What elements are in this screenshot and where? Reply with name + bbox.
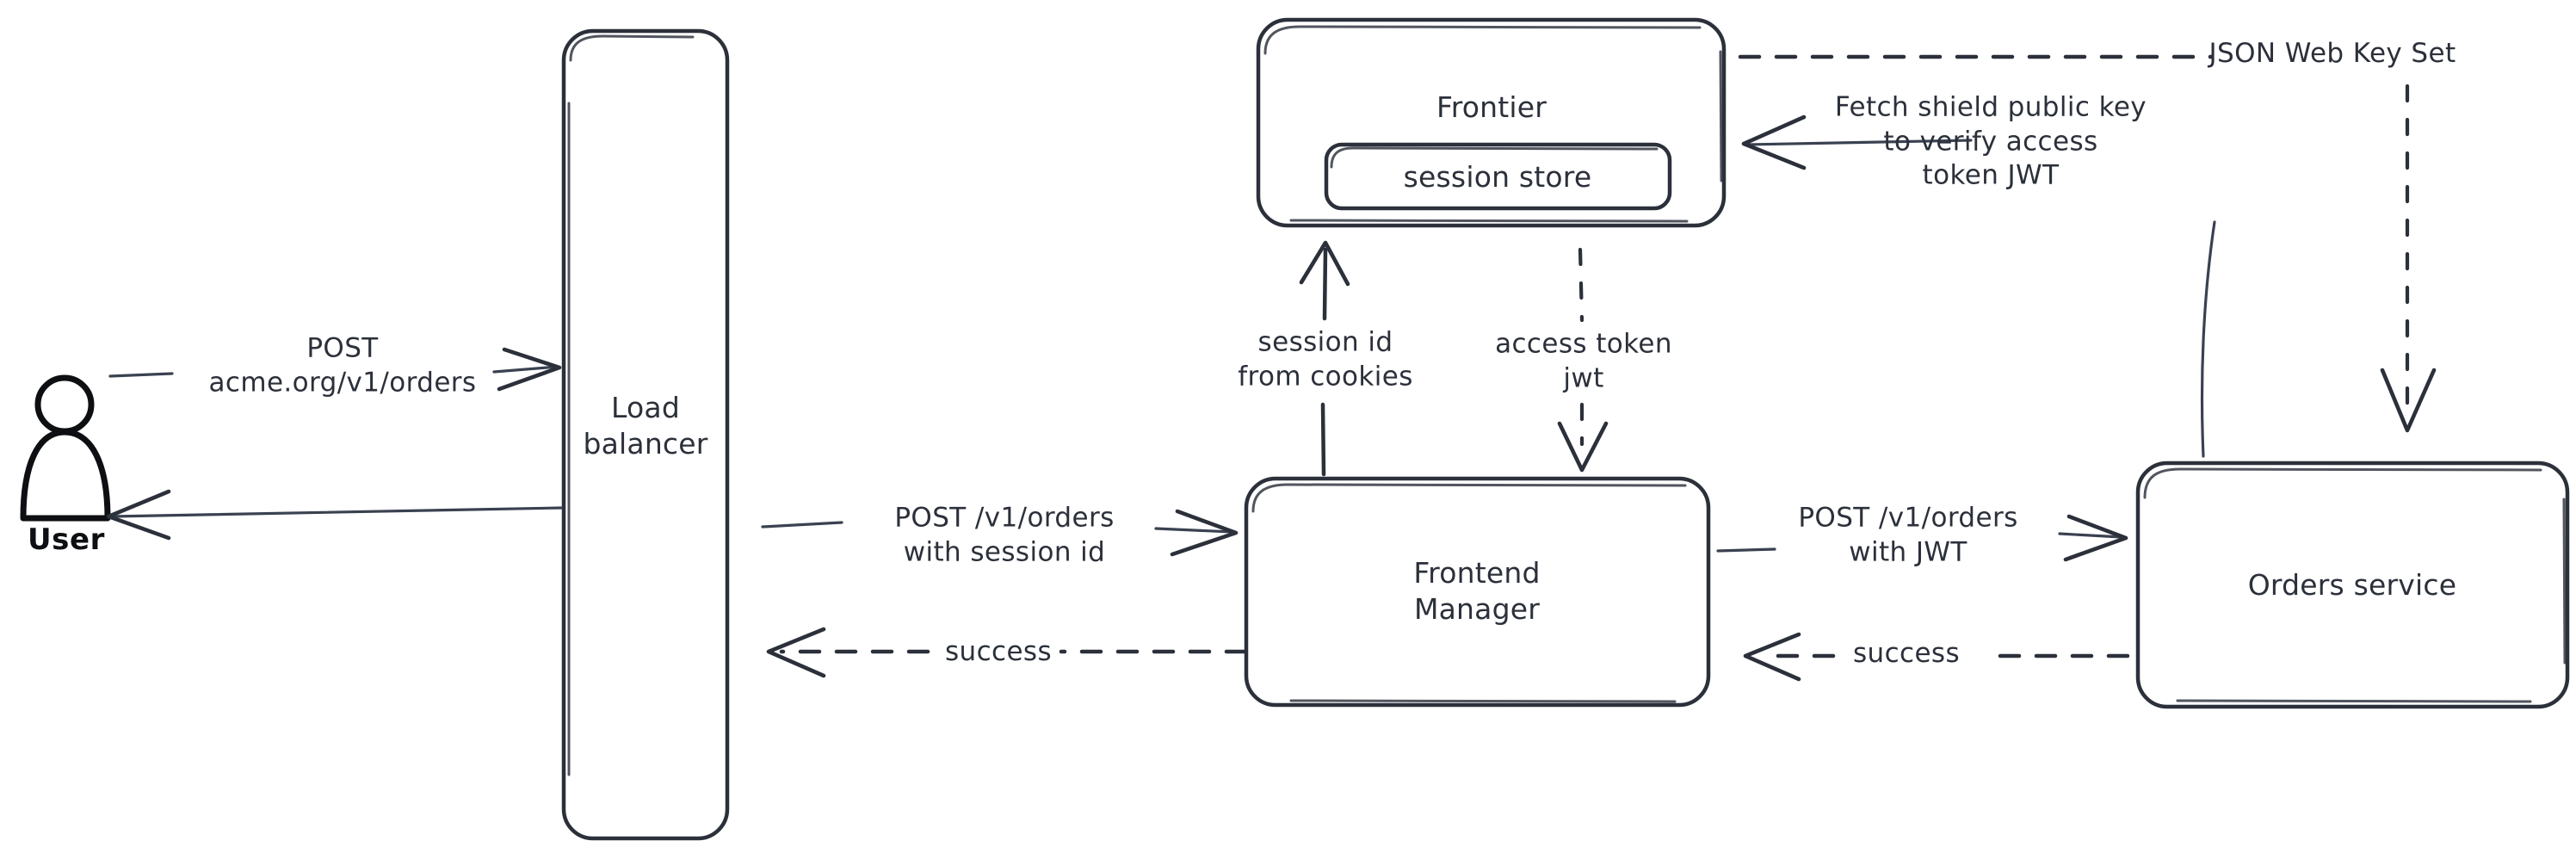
edge-fm-to-orders [1716, 514, 2128, 562]
edge-lb-to-user [106, 489, 563, 541]
edge-frontier-to-fm [1557, 247, 1609, 473]
edge-fm-to-lb [766, 627, 1248, 678]
node-frontier[interactable] [1256, 17, 1727, 228]
edge-jwks [1738, 54, 2437, 433]
edge-fm-to-frontier [1299, 240, 1350, 477]
node-orders-service[interactable] [2135, 461, 2570, 709]
node-load-balancer[interactable] [561, 28, 730, 841]
node-user[interactable] [9, 362, 138, 551]
edge-user-to-lb [108, 347, 562, 392]
edge-orders-to-fm [1743, 632, 2130, 682]
node-session-store[interactable] [1324, 142, 1672, 211]
edge-orders-fetch-key [1741, 114, 2216, 458]
node-frontend-manager[interactable] [1244, 476, 1711, 708]
edge-lb-to-fm [761, 509, 1239, 557]
